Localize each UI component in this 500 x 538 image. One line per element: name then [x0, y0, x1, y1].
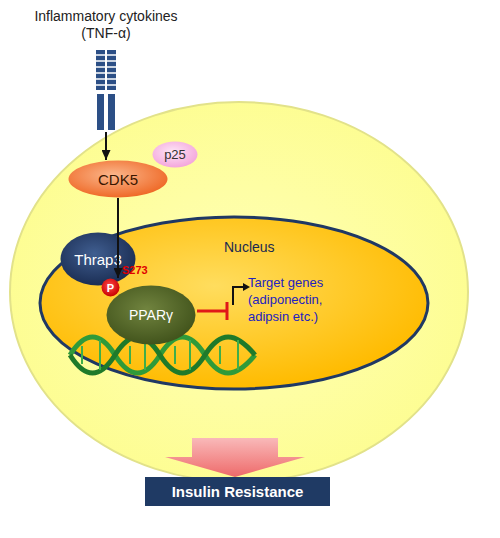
receptor-stripe [96, 78, 116, 80]
node-ellipse [102, 279, 120, 297]
node-text: Inflammatory cytokines (TNF-α) [21, 8, 191, 42]
receptor-symbol [94, 50, 118, 130]
node-ellipse [40, 217, 428, 389]
receptor-stripe [96, 54, 116, 56]
node-ellipse [153, 142, 198, 168]
receptor-stripe [96, 72, 116, 74]
molecule-ellipse: CDK5 [68, 160, 168, 198]
text-holder: p25 [152, 141, 198, 168]
node-text: P [107, 282, 114, 294]
receptor-domain [96, 50, 105, 90]
molecule-ellipse: NucleusThrap3P PPARγ [38, 215, 430, 391]
receptor-stripe [96, 66, 116, 68]
receptor-transmembrane [108, 94, 115, 130]
result-arrow [165, 438, 305, 477]
receptor-stripe [96, 60, 116, 62]
receptor-transmembrane [97, 94, 104, 130]
molecule-ellipse: p25 [152, 141, 198, 168]
receptor-stripe [96, 84, 116, 86]
receptor-domain [107, 50, 116, 90]
text-holder: Thrap3 [60, 232, 136, 286]
text-holder: P [101, 278, 120, 297]
text-holder: Insulin Resistance [145, 477, 330, 506]
node-text: CDK5 [98, 171, 138, 188]
text-holder: PPARγ [106, 285, 196, 345]
outcome-box: Insulin Resistance [145, 477, 330, 506]
node-text: PPARγ [129, 307, 173, 323]
molecule-ellipse: P [101, 278, 120, 297]
molecule-ellipse: Thrap3 [60, 232, 136, 286]
node-text: Insulin Resistance [172, 483, 304, 500]
signal-arrow [105, 132, 107, 160]
node-text: Thrap3 [74, 251, 122, 268]
molecule-ellipse: PPARγ [106, 285, 196, 345]
receptor-node: Inflammatory cytokines (TNF-α) [21, 8, 191, 132]
cell-membrane [10, 102, 468, 482]
text-holder: CDK5 [68, 160, 168, 198]
node-text: Nucleus [224, 239, 275, 255]
site-label: S273 [122, 264, 162, 276]
node-ellipse [61, 233, 136, 286]
node-ellipse [69, 161, 168, 198]
node-text: p25 [164, 147, 186, 162]
gene-label: Target genes (adiponectin, adipsin etc.) [248, 274, 340, 325]
node-ellipse [107, 286, 196, 345]
